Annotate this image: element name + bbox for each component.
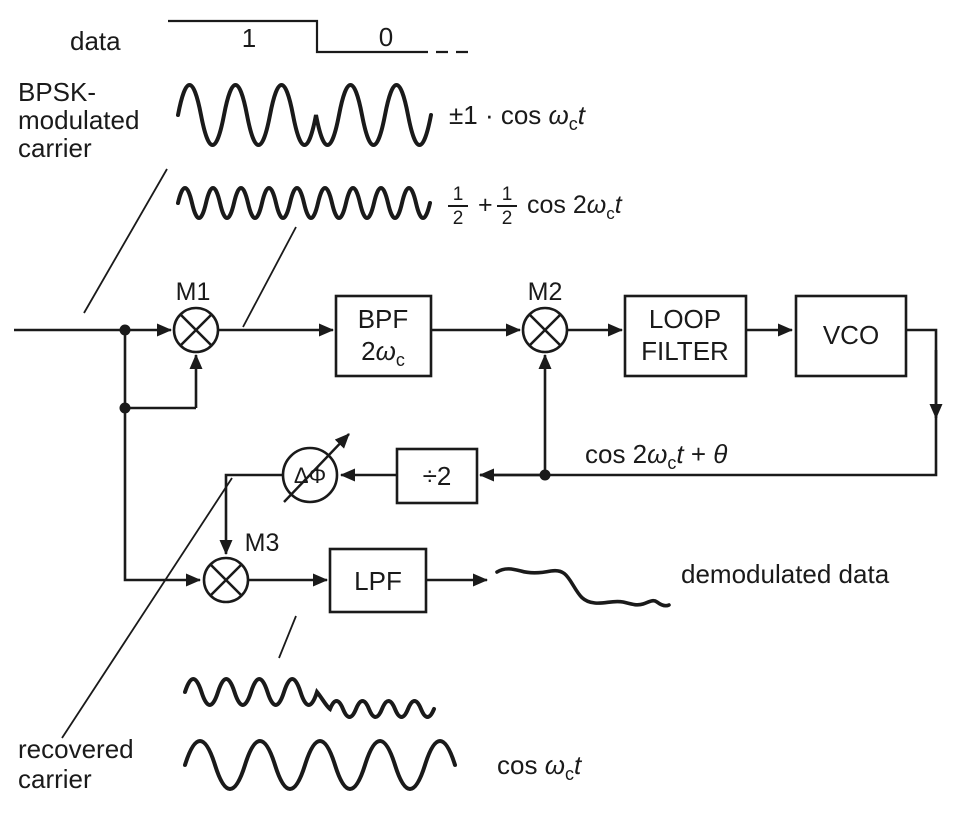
data-bit-1: 1 — [242, 23, 256, 53]
m3-label: M3 — [245, 529, 280, 557]
m1-cross — [179, 313, 213, 347]
demodulated-data-waveform — [495, 567, 671, 608]
callout-line-recovered-carrier — [61, 477, 233, 739]
m2-label: M2 — [528, 278, 563, 306]
loop-filter-label-line2: FILTER — [641, 336, 729, 366]
recovered-carrier-formula: cos ωct — [497, 750, 583, 784]
fraction1-numerator: 1 — [453, 184, 464, 205]
data-label: data — [70, 26, 121, 56]
callout-line-input-to-bpsk-waveform — [83, 168, 168, 314]
loop-filter-label-line1: LOOP — [649, 304, 721, 334]
bpf-box — [334, 294, 433, 378]
bpf-label-line1: BPF — [358, 304, 409, 334]
junction-dot-feedback — [539, 469, 551, 481]
recovered-carrier-label-line1: recovered — [18, 734, 134, 764]
callout-line-m3-output-to-product-waveform — [278, 615, 297, 659]
bpsk-carrier-label-line1: BPSK- — [18, 77, 96, 107]
m1-label: M1 — [176, 278, 211, 306]
wire-input-branch-to-m3 — [123, 330, 201, 587]
bpsk-modulated-waveform — [176, 83, 433, 147]
fraction1-denominator: 2 — [453, 208, 464, 229]
fraction2-numerator: 1 — [502, 184, 513, 205]
fraction2-denominator: 2 — [502, 208, 513, 229]
multiplier-m2: M2 — [521, 278, 569, 354]
data-signal-trace — [168, 19, 428, 54]
multiplier-m3: M3 — [202, 529, 280, 604]
phase-shifter-adjust-arrow — [283, 433, 350, 503]
bpsk-carrier-label-line2: modulated — [18, 105, 139, 135]
product-waveform — [183, 677, 436, 719]
vco-block: VCO — [794, 294, 908, 378]
bpf-label-line2: 2ωc — [361, 336, 405, 370]
recovered-carrier-waveform — [183, 739, 457, 791]
divide-by-2-block: ÷2 — [395, 447, 479, 505]
m2-cross — [528, 313, 562, 347]
loop-filter-block: LOOP FILTER — [623, 294, 748, 378]
vco-output-formula: cos 2ωct + θ — [585, 439, 727, 473]
phase-shifter-block: ΔΦ — [281, 433, 350, 504]
vco-label: VCO — [823, 320, 879, 350]
wire-phase-shifter-to-m3 — [219, 473, 283, 555]
data-bit-0: 0 — [379, 22, 393, 52]
bpsk-formula: ±1 · cos ωct — [449, 100, 587, 134]
vco-box — [794, 294, 908, 378]
m3-cross — [209, 563, 243, 597]
loop-filter-box — [623, 294, 748, 378]
squared-formula-cos-term: cos 2ωct — [527, 191, 623, 223]
lpf-block: LPF — [328, 547, 428, 614]
bpsk-carrier-label-line3: carrier — [18, 133, 92, 163]
lpf-label: LPF — [354, 566, 402, 596]
double-frequency-waveform — [176, 186, 432, 220]
divide-by-2-label: ÷2 — [423, 461, 452, 491]
circuit-wires — [14, 323, 943, 587]
junction-dot-input — [119, 324, 131, 336]
multiplier-m1: M1 — [172, 278, 220, 354]
junction-dot-squaring-branch — [119, 402, 131, 414]
plus-sign: + — [478, 191, 493, 219]
lpf-box — [328, 547, 428, 614]
squared-formula: 1 2 + 1 2 cos 2ωct — [448, 184, 623, 229]
divide-by-2-box — [395, 447, 479, 505]
recovered-carrier-label-line2: carrier — [18, 764, 92, 794]
demodulated-data-label: demodulated data — [681, 559, 890, 589]
bpf-block: BPF 2ωc — [334, 294, 433, 378]
callout-line-m1-output-to-squared-waveform — [242, 226, 297, 328]
